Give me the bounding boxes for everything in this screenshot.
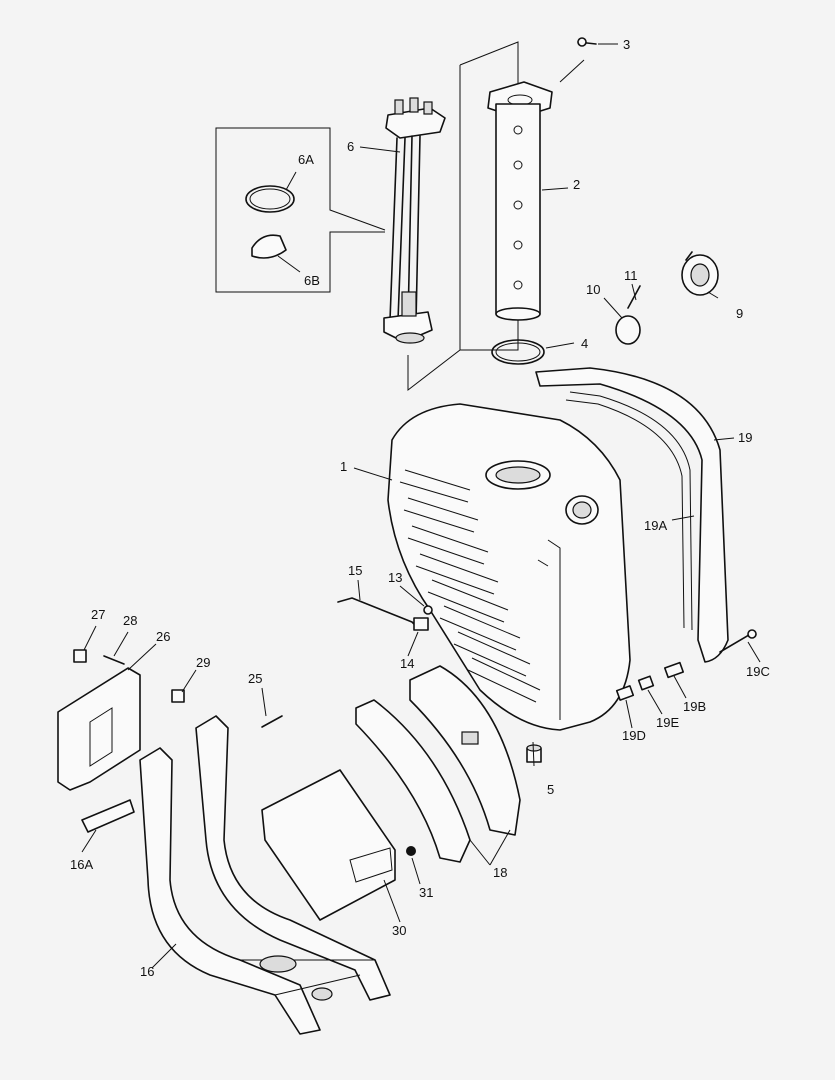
fitting-14 xyxy=(413,617,429,631)
mounting-plate-26 xyxy=(57,667,141,791)
callout-15: 15 xyxy=(348,563,362,578)
fuel-tank xyxy=(387,403,631,731)
callout-25: 25 xyxy=(248,671,262,686)
callout-9: 9 xyxy=(736,306,743,321)
callout-19a: 19A xyxy=(644,518,667,533)
o-ring-6a xyxy=(245,185,295,213)
fuel-level-sender xyxy=(383,97,446,344)
filler-tube xyxy=(487,81,553,321)
pin-25 xyxy=(261,715,283,728)
callout-labels: 3 2 6 6A 6B 11 10 9 4 19 1 19A 15 13 27 … xyxy=(70,37,770,979)
callout-1: 1 xyxy=(340,459,347,474)
screw-3 xyxy=(577,37,597,47)
strap-19 xyxy=(535,367,729,663)
callout-19d: 19D xyxy=(622,728,646,743)
strap-hardware xyxy=(615,629,757,701)
rack-16a xyxy=(81,799,135,833)
callout-5: 5 xyxy=(547,782,554,797)
callout-6b: 6B xyxy=(304,273,320,288)
callout-30: 30 xyxy=(392,923,406,938)
filler-cap-9 xyxy=(681,251,719,296)
callout-6a: 6A xyxy=(298,152,314,167)
frame-16 xyxy=(139,715,391,1035)
callout-3: 3 xyxy=(623,37,630,52)
callout-16a: 16A xyxy=(70,857,93,872)
hose-15 xyxy=(337,597,419,629)
callout-14: 14 xyxy=(400,656,414,671)
callout-13: 13 xyxy=(388,570,402,585)
bolt-28 xyxy=(103,655,125,665)
callout-6: 6 xyxy=(347,139,354,154)
callout-19e: 19E xyxy=(656,715,679,730)
screw-11 xyxy=(627,285,641,309)
callout-19b: 19B xyxy=(683,699,706,714)
bracket-30 xyxy=(261,769,396,921)
callout-11: 11 xyxy=(624,268,638,283)
leader-lines xyxy=(81,43,761,969)
pads-18 xyxy=(355,665,521,863)
callout-19c: 19C xyxy=(746,664,770,679)
callout-28: 28 xyxy=(123,613,137,628)
clamp-13 xyxy=(423,605,433,615)
nut-29 xyxy=(171,689,185,703)
callout-10: 10 xyxy=(586,282,600,297)
callout-18: 18 xyxy=(493,865,507,880)
callout-16: 16 xyxy=(140,964,154,979)
retainer-ring-10 xyxy=(615,315,641,345)
callout-26: 26 xyxy=(156,629,170,644)
nut-27 xyxy=(73,649,87,663)
callout-2: 2 xyxy=(573,177,580,192)
callout-4: 4 xyxy=(581,336,588,351)
o-ring-4 xyxy=(491,339,545,365)
nut-31 xyxy=(406,846,416,856)
callout-27: 27 xyxy=(91,607,105,622)
callout-29: 29 xyxy=(196,655,210,670)
clip-6b xyxy=(251,234,287,259)
callout-19: 19 xyxy=(738,430,752,445)
sender-detail-frame xyxy=(215,41,519,392)
callout-31: 31 xyxy=(419,885,433,900)
